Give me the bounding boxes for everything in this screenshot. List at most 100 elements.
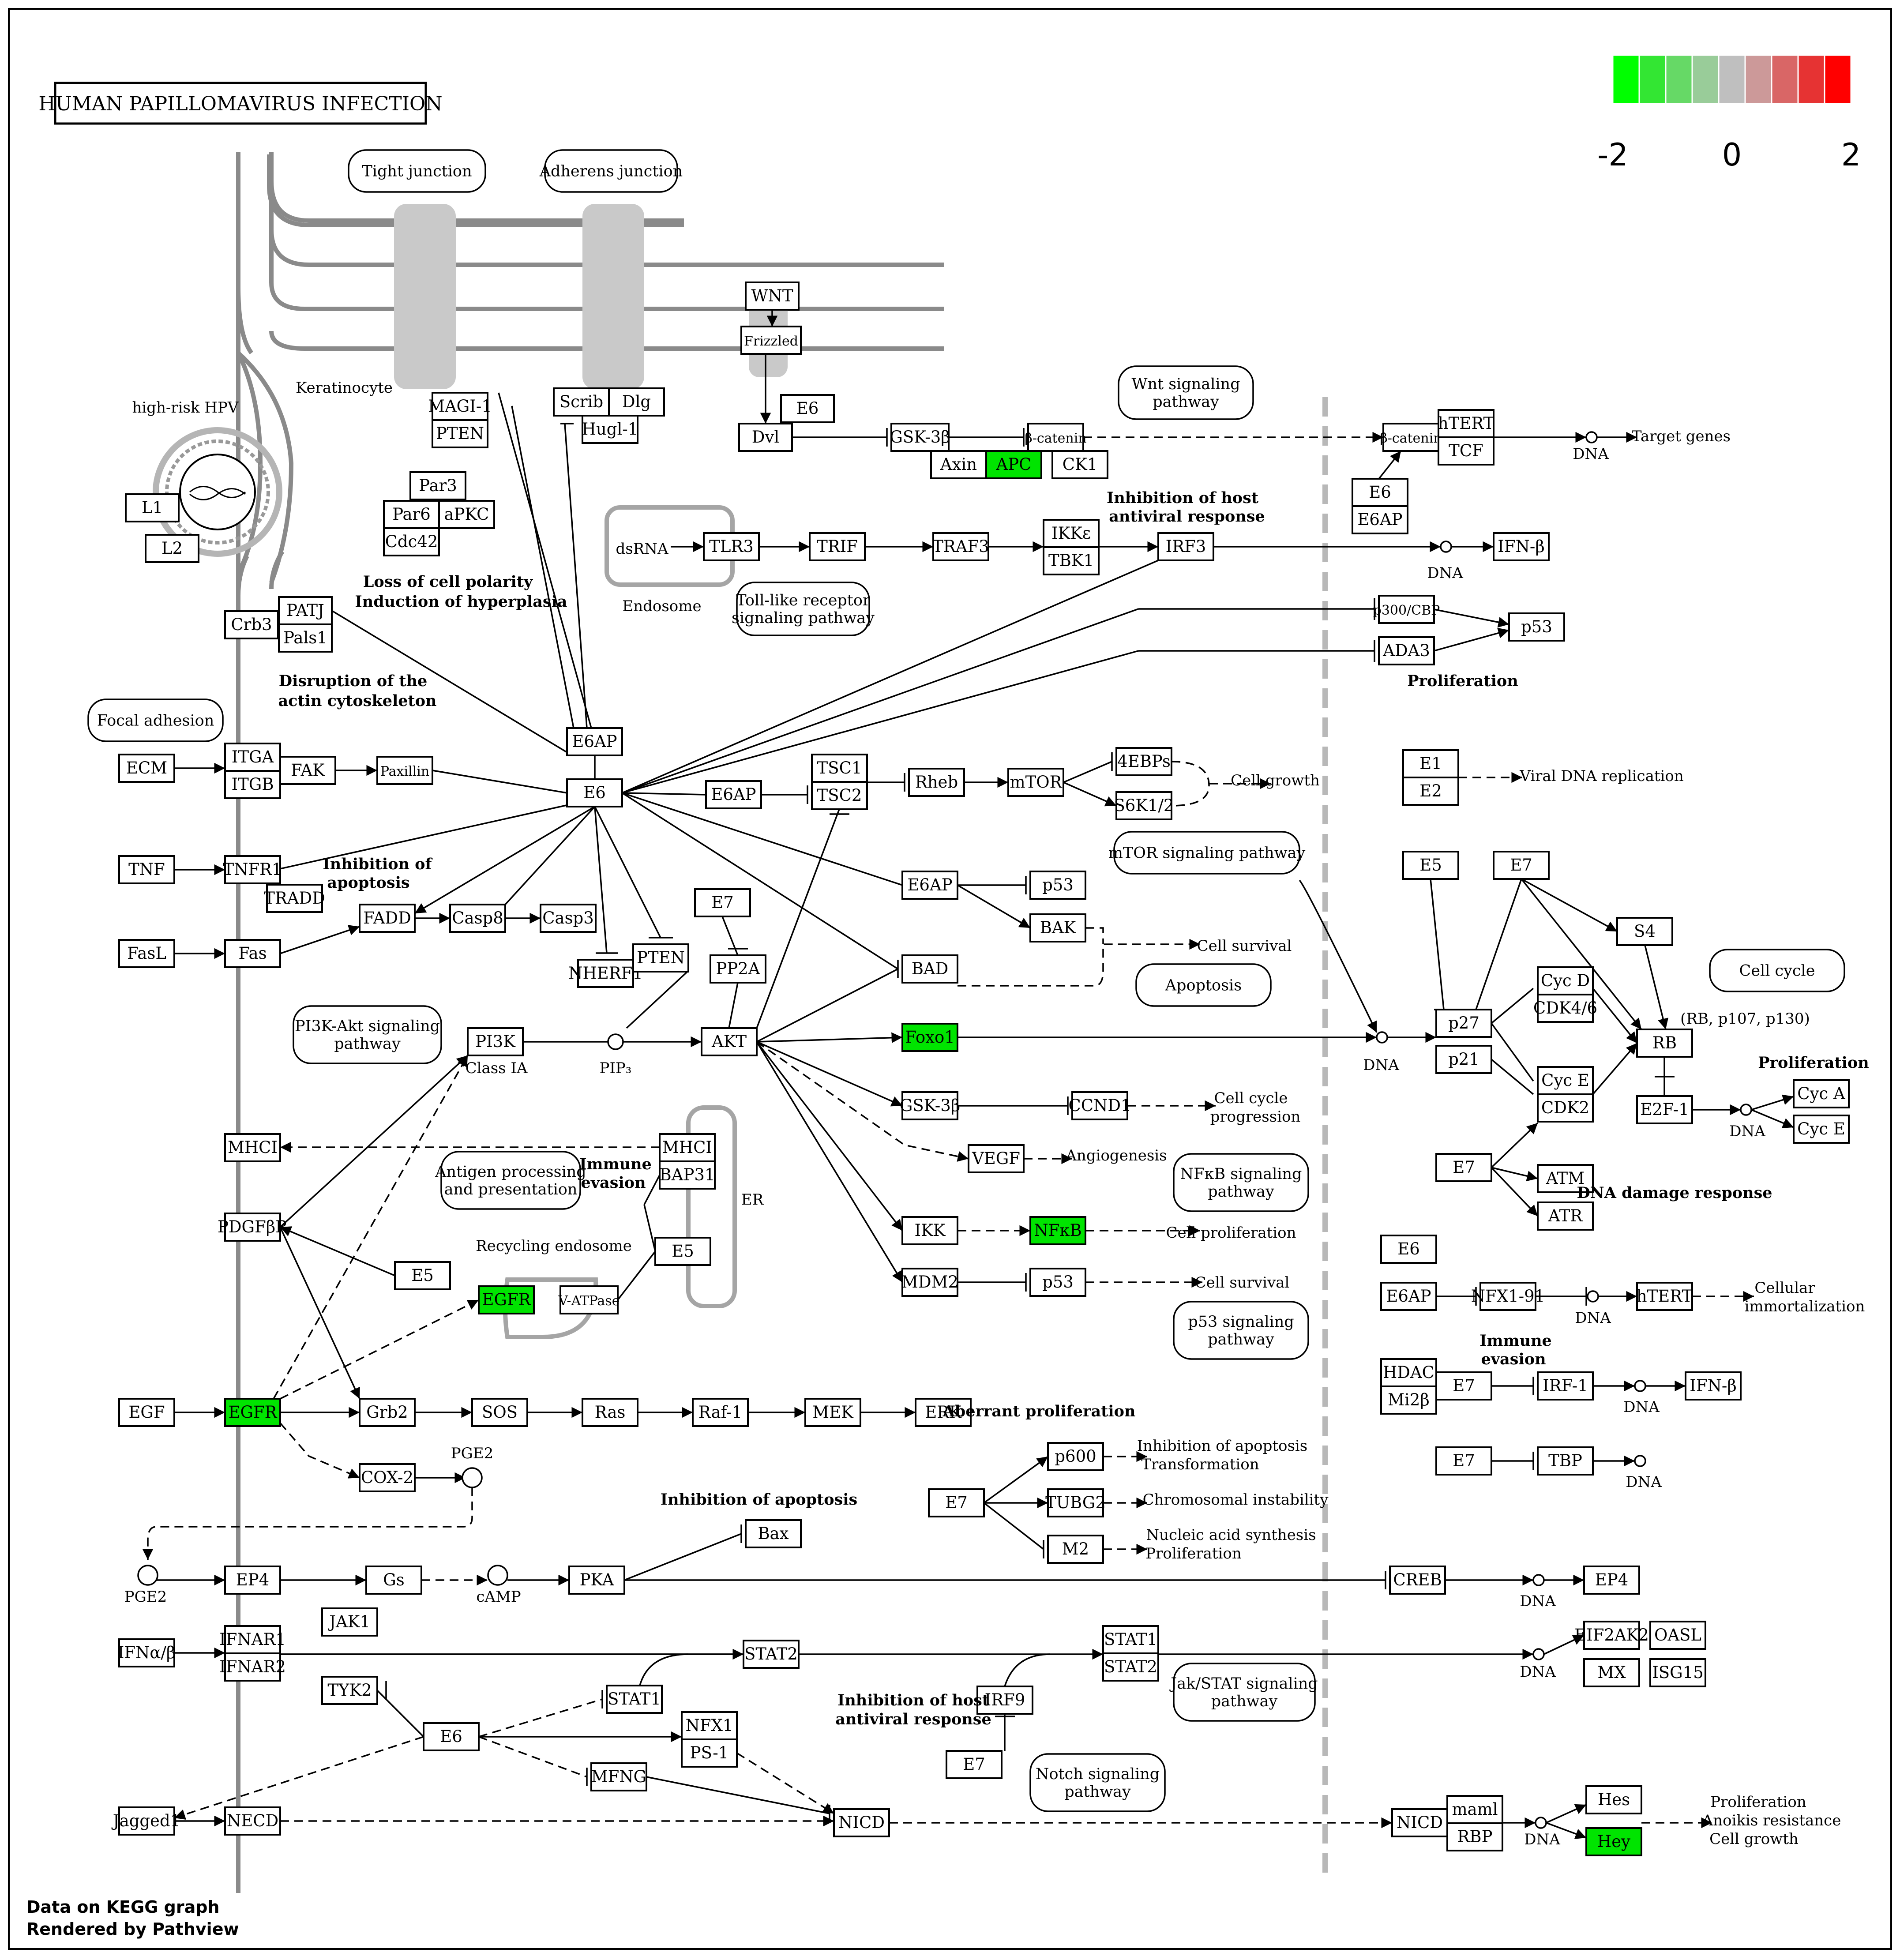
gene-node-pka[interactable]: PKA — [568, 1566, 625, 1595]
gene-node-bap31[interactable]: BAP31 — [659, 1160, 716, 1190]
gene-node-nfx191[interactable]: NFX1-91 — [1471, 1282, 1545, 1311]
gene-node-ccnd1[interactable]: CCND1 — [1068, 1091, 1131, 1120]
gene-node-cycd[interactable]: Cyc D — [1537, 966, 1594, 995]
gene-node-bcat_b[interactable]: β-catenin — [1380, 423, 1442, 452]
pathway-link-cellcycle[interactable]: Cell cycle — [1709, 949, 1845, 992]
gene-node-e6_b[interactable]: E6 — [1352, 478, 1408, 507]
gene-node-bak[interactable]: BAK — [1029, 913, 1086, 942]
pathway-link-tight[interactable]: Tight junction — [348, 149, 486, 193]
gene-node-par6[interactable]: Par6 — [383, 500, 440, 529]
gene-node-stat2_b[interactable]: STAT2 — [1102, 1652, 1159, 1682]
gene-node-e7_a[interactable]: E7 — [694, 888, 751, 917]
gene-node-isg15[interactable]: ISG15 — [1649, 1658, 1706, 1687]
gene-node-pten_b[interactable]: PTEN — [632, 943, 689, 972]
gene-node-maml[interactable]: maml — [1446, 1795, 1503, 1824]
gene-node-irf9[interactable]: IRF9 — [976, 1686, 1033, 1715]
gene-node-scrib[interactable]: Scrib — [553, 387, 610, 417]
gene-node-l1[interactable]: L1 — [125, 493, 180, 522]
gene-node-necd[interactable]: NECD — [224, 1806, 281, 1836]
gene-node-egfr_a[interactable]: EGFR — [478, 1285, 535, 1314]
gene-node-tbp[interactable]: TBP — [1537, 1446, 1594, 1476]
gene-node-p21[interactable]: p21 — [1435, 1045, 1492, 1074]
gene-node-ras[interactable]: Ras — [582, 1398, 638, 1427]
pathway-link-focal[interactable]: Focal adhesion — [87, 698, 224, 742]
gene-node-mtor[interactable]: mTOR — [1007, 768, 1064, 797]
gene-node-s4[interactable]: S4 — [1616, 917, 1673, 946]
gene-node-ps1[interactable]: PS-1 — [681, 1738, 738, 1768]
gene-node-p53_b[interactable]: p53 — [1029, 871, 1086, 900]
gene-node-vatpase[interactable]: V-ATPase — [558, 1285, 620, 1314]
gene-node-ecm[interactable]: ECM — [118, 754, 175, 783]
gene-node-apc[interactable]: APC — [985, 450, 1042, 479]
gene-node-pp2a[interactable]: PP2A — [710, 954, 766, 984]
gene-node-tnf[interactable]: TNF — [118, 855, 175, 884]
pathway-link-apopt[interactable]: Apoptosis — [1135, 963, 1272, 1007]
gene-node-m2[interactable]: M2 — [1047, 1535, 1104, 1564]
gene-node-gsk3b_a[interactable]: GSK-3β — [890, 423, 950, 452]
gene-node-tsc2[interactable]: TSC2 — [811, 781, 868, 810]
gene-node-axin[interactable]: Axin — [930, 450, 987, 479]
gene-node-e6_a[interactable]: E6 — [780, 394, 835, 423]
gene-node-cox2[interactable]: COX-2 — [359, 1463, 416, 1492]
gene-node-itga[interactable]: ITGA — [224, 743, 281, 772]
gene-node-hes[interactable]: Hes — [1585, 1785, 1642, 1814]
gene-node-pten_a[interactable]: PTEN — [432, 419, 488, 448]
gene-node-p27[interactable]: p27 — [1435, 1009, 1492, 1038]
gene-node-e2[interactable]: E2 — [1402, 777, 1459, 806]
gene-node-dlg[interactable]: Dlg — [608, 387, 665, 417]
gene-node-rheb[interactable]: Rheb — [908, 768, 965, 797]
gene-node-dvl[interactable]: Dvl — [738, 423, 793, 452]
gene-node-p53_a[interactable]: p53 — [1508, 612, 1565, 642]
gene-node-egf[interactable]: EGF — [118, 1398, 175, 1427]
gene-node-e7_b[interactable]: E7 — [1493, 851, 1550, 880]
gene-node-trif[interactable]: TRIF — [809, 532, 866, 561]
gene-node-e5_b[interactable]: E5 — [394, 1261, 451, 1290]
gene-node-l2[interactable]: L2 — [145, 534, 199, 563]
gene-node-hugl1[interactable]: Hugl-1 — [582, 415, 638, 444]
gene-node-e6ap_e[interactable]: E6AP — [1380, 1282, 1437, 1311]
gene-node-irf3[interactable]: IRF3 — [1157, 532, 1214, 561]
gene-node-hey[interactable]: Hey — [1585, 1827, 1642, 1856]
gene-node-atr[interactable]: ATR — [1537, 1202, 1594, 1231]
gene-node-mfng[interactable]: MFNG — [590, 1762, 647, 1791]
gene-node-casp8[interactable]: Casp8 — [449, 904, 506, 933]
gene-node-pi3k[interactable]: PI3K — [467, 1027, 524, 1056]
gene-node-par3[interactable]: Par3 — [409, 471, 466, 500]
gene-node-e6_c[interactable]: E6 — [566, 778, 623, 807]
gene-node-e6ap_d[interactable]: E6AP — [901, 871, 958, 900]
gene-node-erk[interactable]: ERK — [915, 1398, 972, 1427]
gene-node-e6ap_b[interactable]: E6AP — [566, 727, 623, 756]
gene-node-tradd[interactable]: TRADD — [264, 884, 325, 913]
gene-node-tsc1[interactable]: TSC1 — [811, 754, 868, 783]
gene-node-stat1_b[interactable]: STAT1 — [606, 1685, 663, 1714]
gene-node-p300cbp[interactable]: p300/CBP — [1373, 595, 1440, 624]
gene-node-e7_f[interactable]: E7 — [928, 1488, 985, 1517]
gene-node-foxo1[interactable]: Foxo1 — [901, 1023, 958, 1052]
gene-node-bcat_a[interactable]: β-catenin — [1025, 423, 1087, 452]
gene-node-cdk2[interactable]: CDK2 — [1537, 1093, 1594, 1123]
gene-node-pdgfbr[interactable]: PDGFβR — [218, 1213, 288, 1242]
gene-node-rbp[interactable]: RBP — [1446, 1822, 1503, 1851]
gene-node-gs[interactable]: Gs — [365, 1566, 422, 1595]
gene-node-ck1[interactable]: CK1 — [1051, 450, 1108, 479]
gene-node-eif2ak2[interactable]: EIF2AK2 — [1574, 1621, 1649, 1650]
gene-node-tbk1[interactable]: TBK1 — [1043, 546, 1100, 575]
gene-node-e6ap_a[interactable]: E6AP — [1352, 505, 1408, 534]
gene-node-casp3[interactable]: Casp3 — [540, 904, 597, 933]
gene-node-ifnb_b[interactable]: IFN-β — [1685, 1371, 1742, 1401]
gene-node-stat1_a[interactable]: STAT1 — [1102, 1625, 1159, 1654]
gene-node-hdac[interactable]: HDAC — [1380, 1358, 1437, 1387]
gene-node-ep4_a[interactable]: EP4 — [224, 1566, 281, 1595]
gene-node-bad[interactable]: BAD — [901, 954, 958, 984]
gene-node-fadd[interactable]: FADD — [359, 904, 416, 933]
gene-node-cyca[interactable]: Cyc A — [1793, 1079, 1850, 1108]
gene-node-sos[interactable]: SOS — [471, 1398, 528, 1427]
gene-node-creb[interactable]: CREB — [1389, 1566, 1446, 1595]
gene-node-vegf[interactable]: VEGF — [968, 1144, 1025, 1173]
